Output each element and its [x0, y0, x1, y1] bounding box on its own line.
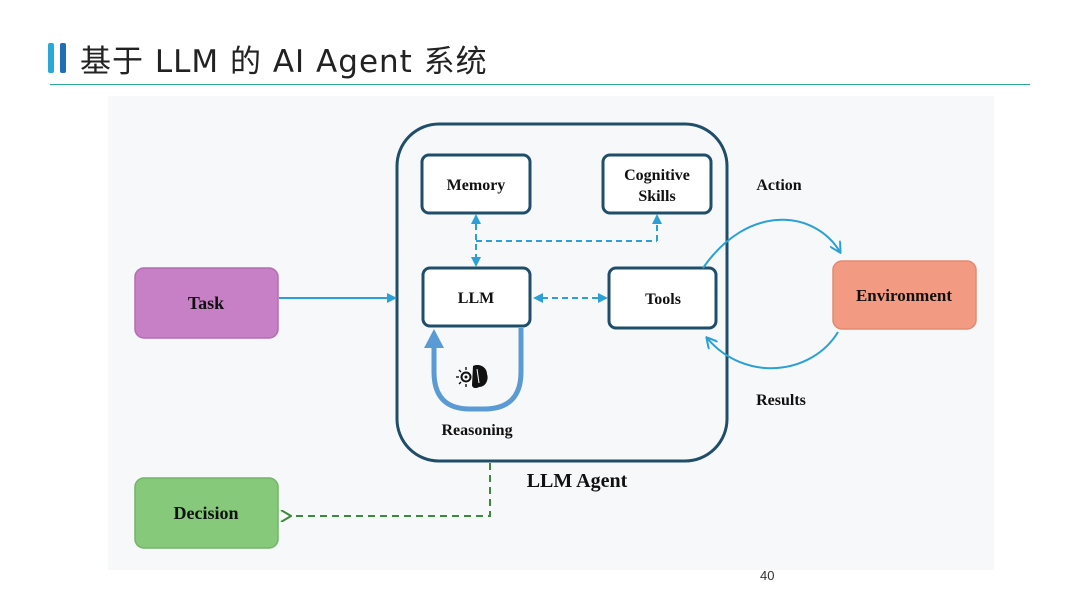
- llm-agent-label: LLM Agent: [527, 470, 628, 492]
- llm-label: LLM: [458, 290, 494, 307]
- environment-label: Environment: [856, 286, 952, 305]
- environment-node: Environment: [832, 260, 977, 330]
- task-node: Task: [134, 267, 279, 339]
- decision-label: Decision: [174, 503, 239, 523]
- memory-node: Memory: [420, 153, 532, 215]
- results-arrow: [707, 331, 839, 370]
- action-label: Action: [756, 177, 801, 194]
- tools-label: Tools: [645, 291, 681, 308]
- memory-skills-llm-dashed-connector: [471, 214, 662, 267]
- reasoning-label: Reasoning: [441, 422, 512, 439]
- cognitive-label-line1: Cognitive: [624, 167, 690, 184]
- agent-to-decision-arrow: [290, 463, 491, 516]
- title-accent-bars: [48, 43, 66, 73]
- action-arrow: [702, 218, 840, 269]
- cognitive-skills-node: Cognitive Skills: [601, 153, 713, 215]
- llm-tools-dashed-arrow: [533, 293, 608, 303]
- llm-node: LLM: [421, 266, 532, 328]
- tools-node: Tools: [607, 266, 718, 330]
- decision-node: Decision: [134, 477, 279, 549]
- slide-title: 基于 LLM 的 AI Agent 系统: [80, 43, 488, 80]
- reasoning-loop-arrow: [424, 328, 524, 412]
- slide-title-bar: 基于 LLM 的 AI Agent 系统: [48, 38, 488, 80]
- title-divider: [50, 84, 1030, 85]
- cognitive-label-line2: Skills: [638, 188, 675, 205]
- brain-gear-icon: [456, 364, 488, 389]
- memory-label: Memory: [447, 177, 506, 194]
- task-label: Task: [188, 293, 224, 313]
- results-label: Results: [756, 392, 806, 409]
- llm-agent-container: [395, 122, 729, 463]
- page-number: 40: [760, 568, 775, 583]
